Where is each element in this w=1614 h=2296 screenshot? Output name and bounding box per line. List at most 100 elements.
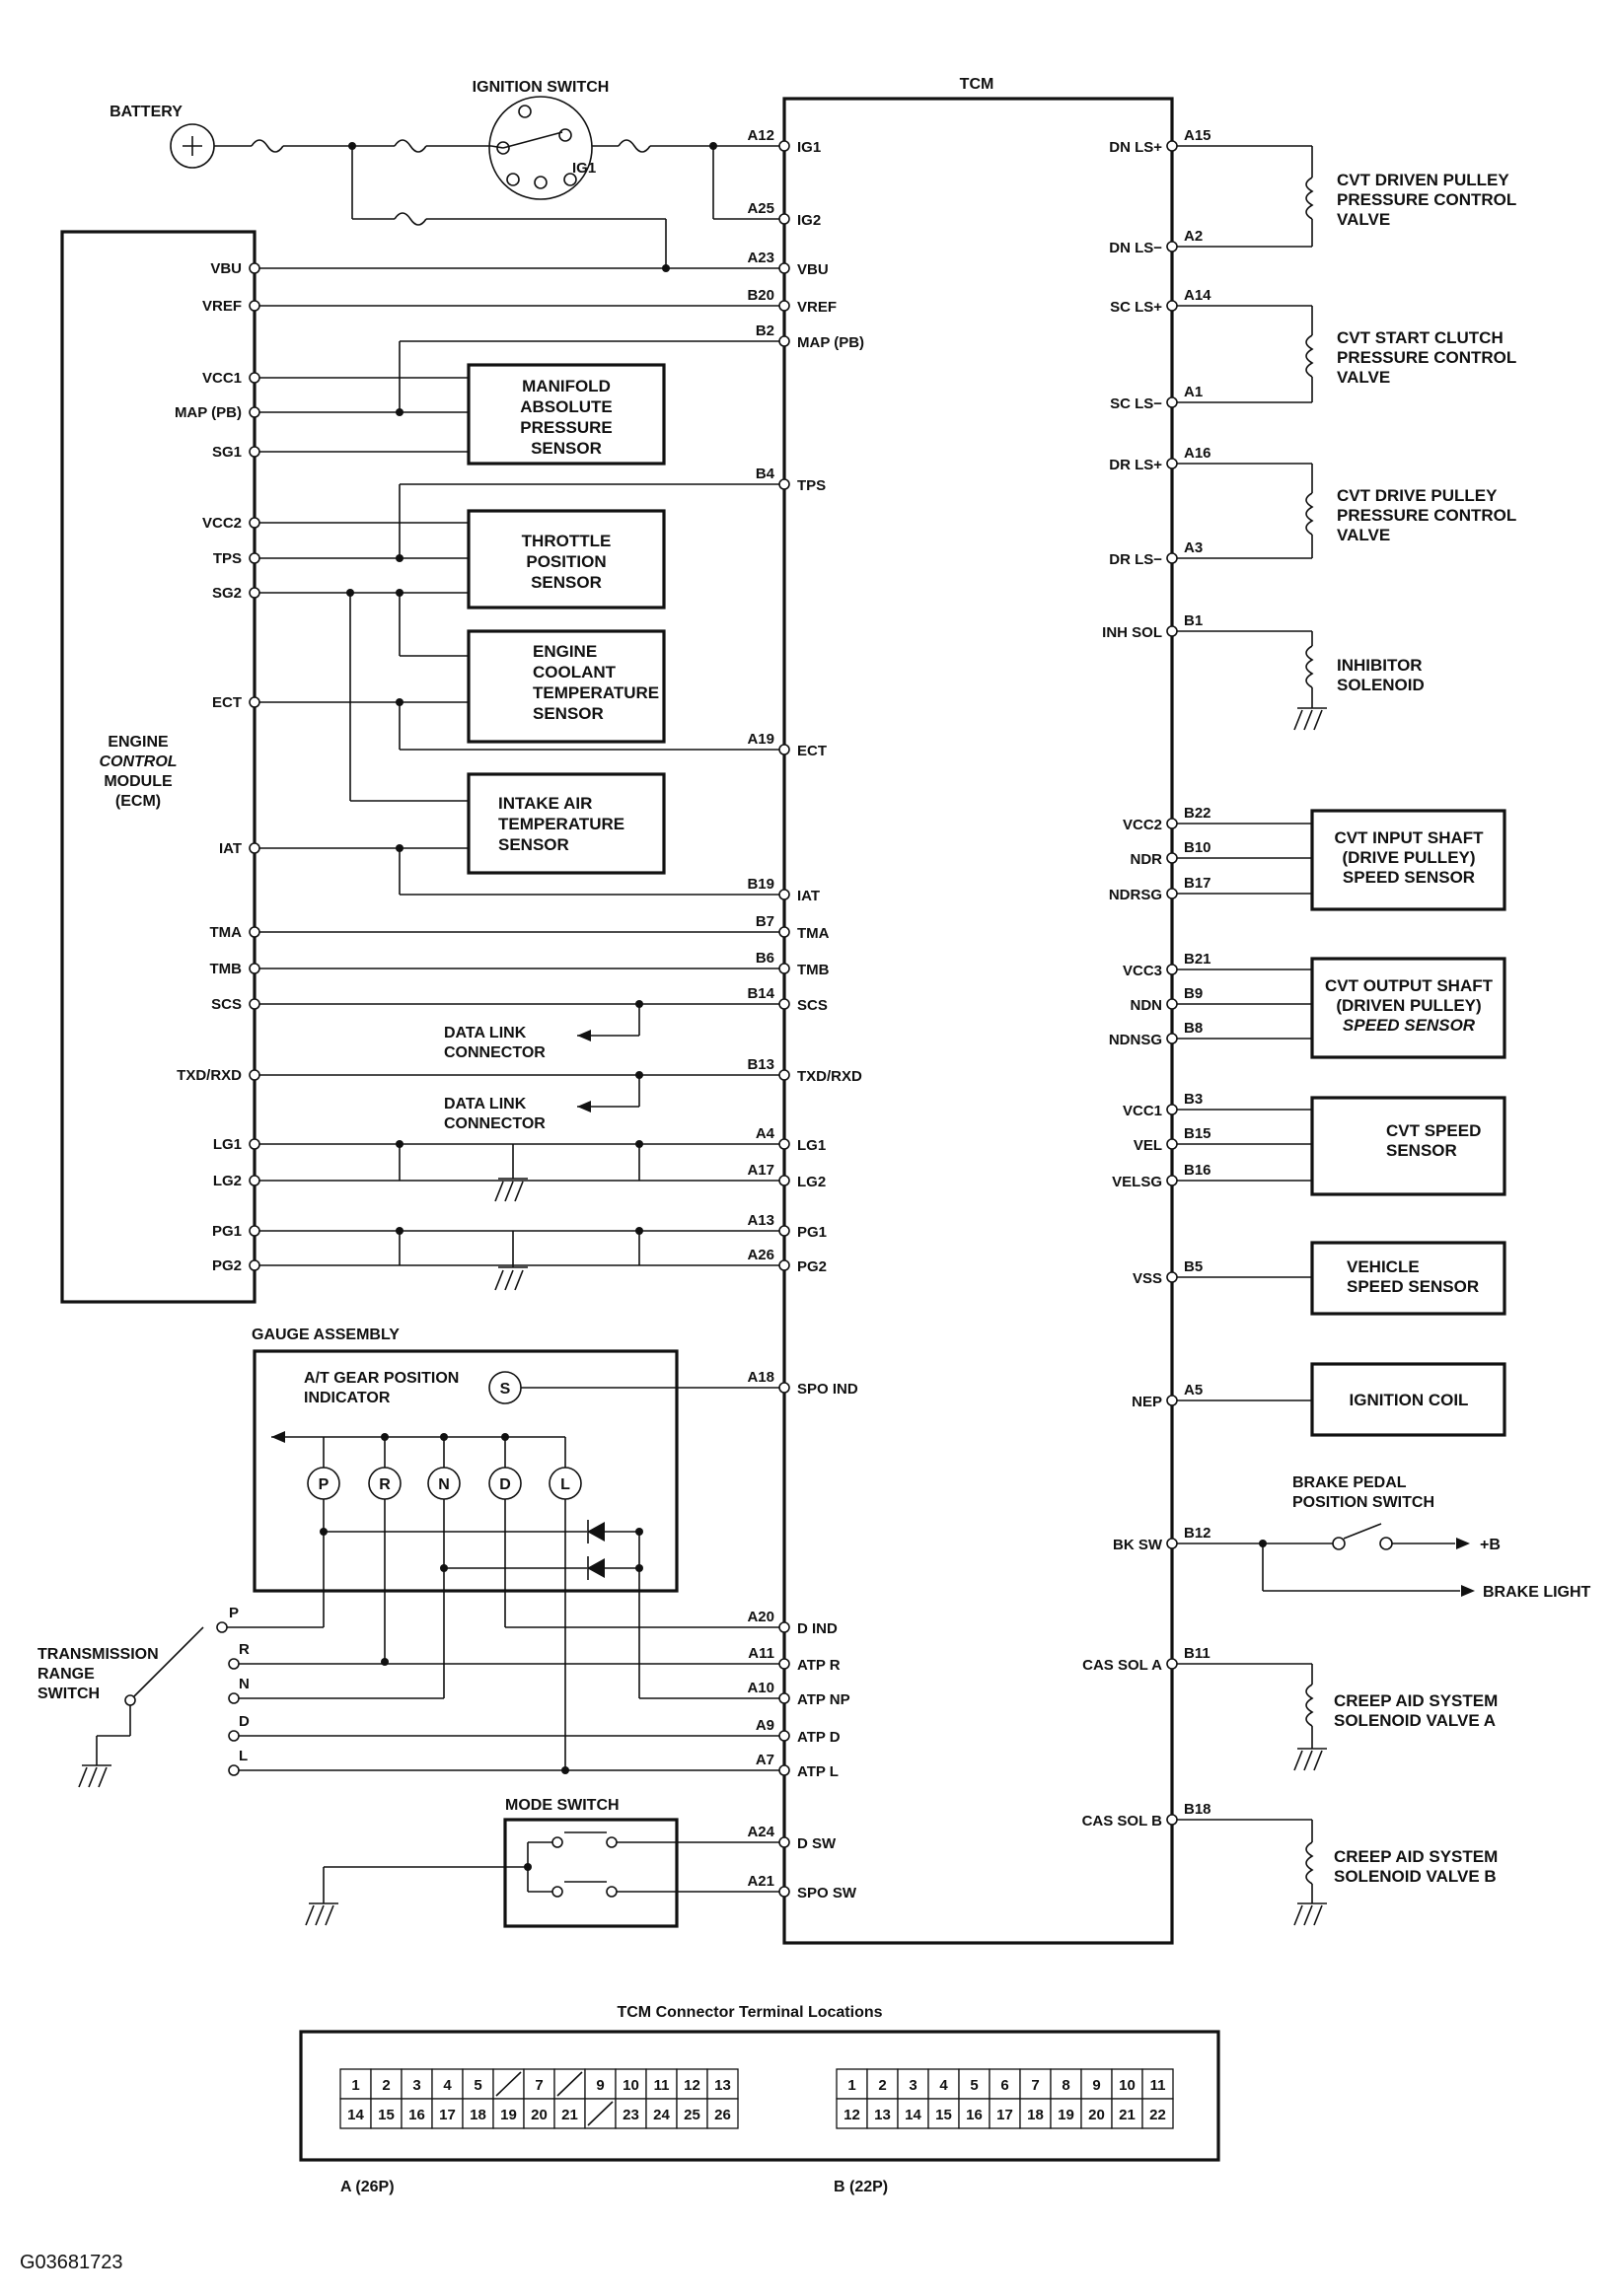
tcm-left-pin [778, 1175, 790, 1186]
range-position-label: P [229, 1605, 239, 1621]
tcm-right-pin-code: A16 [1184, 445, 1211, 462]
ecm-line-3: MODULE [104, 773, 173, 790]
ecm-pin [249, 517, 260, 529]
tcm-left-pin-code: A19 [747, 731, 774, 748]
ecm-pin [249, 406, 260, 418]
tcm-left-pin-name: PG2 [797, 1258, 827, 1275]
connector-cell [462, 2068, 494, 2100]
tcm-left-pin-code: A10 [747, 1680, 774, 1696]
tcm-left-pin-name: ATP L [797, 1763, 839, 1780]
tcm-left-pin-code: A25 [747, 200, 774, 217]
tcm-right-pin-name: VELSG [1112, 1174, 1162, 1190]
connector-cell-label: 16 [408, 2107, 425, 2123]
range-position-label: L [239, 1748, 248, 1764]
tcm-right-pin-name: VEL [1134, 1137, 1162, 1154]
tcm-right-pin-name: NDN [1131, 997, 1163, 1014]
ecm-pin-label: VCC2 [202, 515, 242, 532]
connector-cell-label: 4 [443, 2077, 452, 2094]
tcm-left-pin-code: A12 [747, 127, 774, 144]
gauge-assembly-label: GAUGE ASSEMBLY [252, 1327, 400, 1343]
tps-line-1: THROTTLE [522, 532, 612, 550]
tcm-right-pin [1166, 1814, 1178, 1826]
connector-cell [927, 2098, 960, 2129]
ecm-pin-label: SG2 [212, 585, 242, 602]
ect-line-2: COOLANT [533, 663, 617, 682]
iat-line-2: TEMPERATURE [498, 815, 624, 833]
ecm-pin-label: PG2 [212, 1257, 242, 1274]
connector-cell-label: 17 [996, 2107, 1013, 2123]
tcm-right-pin-code: B16 [1184, 1162, 1211, 1179]
range-position-label: N [239, 1676, 250, 1692]
coil-line-1: IGNITION COIL [1350, 1391, 1469, 1409]
ecm-line-2: CONTROL [99, 753, 177, 770]
vss-line-2: SPEED SENSOR [1347, 1277, 1479, 1296]
tcm-right-pin [1166, 1271, 1178, 1283]
vss-box [1310, 1241, 1506, 1316]
battery-label: BATTERY [110, 104, 183, 120]
tcm-right-pin-name: DR LS− [1109, 551, 1162, 568]
connector-cell [615, 2068, 647, 2100]
dlc-2-line-2: CONNECTOR [444, 1115, 546, 1132]
connector-cell-label: 13 [714, 2077, 731, 2094]
tcm-right-pin-name: NDNSG [1109, 1032, 1162, 1048]
tcm-left-pin [778, 1764, 790, 1776]
speed-sensor-line-1: CVT SPEED [1386, 1121, 1481, 1140]
ecm-pin [249, 696, 260, 708]
connector-cell [431, 2098, 464, 2129]
tcm-right-pin-code: A2 [1184, 228, 1203, 245]
connector-cell [370, 2068, 403, 2100]
tcm-right-pin-code: B15 [1184, 1125, 1211, 1142]
coil-symbol [1305, 1841, 1314, 1885]
coil-symbol [1305, 334, 1314, 378]
iat-line-1: INTAKE AIR [498, 794, 592, 813]
tcm-right-pin [1166, 625, 1178, 637]
connector-cell [989, 2098, 1021, 2129]
connector-cell [401, 2068, 433, 2100]
input-sensor-line-1: CVT INPUT SHAFT [1334, 828, 1484, 847]
tcm-left-pin-name: TMA [797, 925, 830, 942]
tcm-right-pin [1166, 396, 1178, 408]
tcm-left-pin [778, 1692, 790, 1704]
tcm-left-pin-name: D SW [797, 1835, 837, 1852]
casb-line-1: CREEP AID SYSTEM [1334, 1847, 1498, 1866]
tcm-right-pin [1166, 552, 1178, 564]
connector-cell [897, 2068, 929, 2100]
connector-cell-label: 22 [1149, 2107, 1166, 2123]
tcm-left-pin [778, 262, 790, 274]
connector-cell-label: 1 [847, 2077, 855, 2094]
dlc-1-line-2: CONNECTOR [444, 1044, 546, 1061]
tcm-right-pin-code: A14 [1184, 287, 1211, 304]
iat-sensor [467, 772, 666, 875]
tcm-right-pin-code: A3 [1184, 539, 1203, 556]
gear-indicator-line-2: INDICATOR [304, 1390, 391, 1406]
tcm-right-pin [1166, 1538, 1178, 1549]
connector-cell [1111, 2068, 1143, 2100]
connector-cell [1050, 2068, 1082, 2100]
connector-cell [836, 2068, 868, 2100]
tcm-left-pin-name: VBU [797, 261, 829, 278]
tps-sensor [467, 509, 666, 610]
tcm-right-pin-code: B18 [1184, 1801, 1211, 1818]
tcm-right-pin-code: A5 [1184, 1382, 1203, 1399]
ecm-pin [249, 1259, 260, 1271]
connector-cell [401, 2098, 433, 2129]
tcm-left-pin-name: LG1 [797, 1137, 826, 1154]
ecm-pin [249, 1225, 260, 1237]
ecm-pin-label: LG1 [213, 1136, 242, 1153]
dr-valve-line-2: PRESSURE CONTROL [1337, 506, 1516, 525]
tcm-left-pin-name: MAP (PB) [797, 334, 864, 351]
tcm-left-pin-code: B4 [756, 466, 775, 482]
tcm-right-pin-code: B22 [1184, 805, 1211, 822]
ecm-pin [249, 963, 260, 974]
connector-cell-label: 19 [1058, 2107, 1074, 2123]
dn-valve-line-3: VALVE [1337, 210, 1390, 229]
ecm-pin [249, 262, 260, 274]
coil-symbol [1305, 177, 1314, 220]
inh-line-1: INHIBITOR [1337, 656, 1423, 675]
connector-cell [615, 2098, 647, 2129]
tcm-left-pin-name: SPO SW [797, 1885, 857, 1901]
